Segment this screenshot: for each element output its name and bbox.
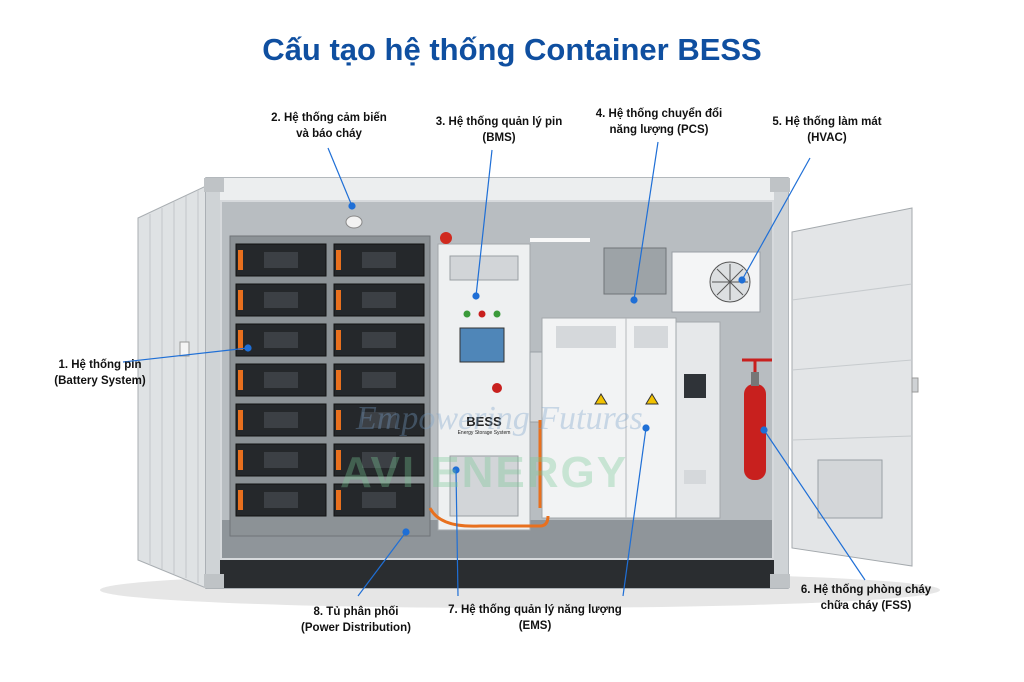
bms-screen <box>459 327 505 363</box>
battery-module-panel <box>362 252 396 268</box>
battery-module-panel <box>264 412 298 428</box>
ems-vent <box>634 326 668 348</box>
watermark-brand: AVI ENERGY <box>340 448 629 497</box>
label-ems: 7. Hệ thống quản lý năng lượng (EMS) <box>448 604 622 632</box>
door-latch-left <box>179 341 190 357</box>
frame-post-left <box>206 178 220 588</box>
label-fss: 6. Hệ thống phòng cháy chữa cháy (FSS) <box>800 584 932 612</box>
battery-cable <box>238 410 243 430</box>
battery-module-panel <box>264 492 298 508</box>
battery-module-panel <box>362 372 396 388</box>
battery-cable <box>336 410 341 430</box>
leader-lines <box>122 141 866 597</box>
door-vent <box>817 459 883 519</box>
bms-emergency-stop <box>492 383 502 393</box>
fire-extinguisher <box>744 384 766 480</box>
door-latch-right <box>911 377 919 393</box>
battery-cable <box>238 490 243 510</box>
frame-post-right <box>774 178 788 588</box>
battery-cable <box>238 450 243 470</box>
right-door-ribs <box>791 283 913 441</box>
battery-module-panel <box>362 452 396 468</box>
pcs-breaker <box>684 374 706 398</box>
page-title: Cấu tạo hệ thống Container BESS <box>262 32 762 67</box>
pcs-cabinet <box>675 321 721 519</box>
battery-module-panel <box>264 292 298 308</box>
corner-casting <box>204 178 224 192</box>
label-battery-system: 1. Hệ thống pin (Battery System) <box>54 359 146 387</box>
ems-vent <box>556 326 616 348</box>
battery-module-panel <box>264 452 298 468</box>
cabinet-subtitle: Energy Storage System <box>457 430 511 436</box>
corner-casting <box>770 178 790 192</box>
warning-icon <box>645 393 659 405</box>
ems-cabinet <box>541 317 677 519</box>
cabinet-brand: BESS <box>466 414 502 429</box>
battery-cable <box>336 490 341 510</box>
corner-casting <box>204 574 224 588</box>
label-power-distribution: 8. Tủ phân phối (Power Distribution) <box>301 606 411 634</box>
label-pcs: 4. Hệ thống chuyển đổi năng lượng (PCS) <box>595 108 723 136</box>
bms-indicator-red <box>478 310 486 318</box>
battery-cable <box>336 370 341 390</box>
label-sensor-fire-alarm: 2. Hệ thống cảm biến và báo cháy <box>271 112 387 140</box>
bms-vent-bottom <box>449 455 519 517</box>
battery-modules <box>235 243 425 517</box>
bms-indicator-green <box>463 310 471 318</box>
bms-vent-top <box>449 255 519 281</box>
battery-module-panel <box>264 372 298 388</box>
warning-icon <box>594 393 608 405</box>
container-base <box>206 560 788 588</box>
battery-module-panel <box>264 252 298 268</box>
battery-cable <box>336 290 341 310</box>
battery-cable <box>238 290 243 310</box>
left-door-ribs <box>149 190 199 583</box>
battery-cable <box>336 250 341 270</box>
battery-module-panel <box>362 292 396 308</box>
battery-cable <box>336 330 341 350</box>
battery-module-panel <box>362 412 396 428</box>
container-top-rail <box>206 178 788 200</box>
watermark-tagline: Empowering Futures <box>356 400 643 437</box>
battery-cable <box>238 250 243 270</box>
battery-cable <box>238 330 243 350</box>
ceiling-light <box>530 238 590 242</box>
pcs-converter <box>603 247 667 295</box>
battery-module-panel <box>362 492 396 508</box>
label-hvac: 5. Hệ thống làm mát (HVAC) <box>772 116 882 144</box>
battery-module <box>333 323 425 357</box>
label-bms: 3. Hệ thống quản lý pin (BMS) <box>435 116 563 144</box>
corner-casting <box>770 574 790 588</box>
power-cable <box>428 507 550 528</box>
battery-cable <box>336 450 341 470</box>
smoke-sensor <box>345 215 363 229</box>
battery-cable <box>238 370 243 390</box>
battery-module-panel <box>264 332 298 348</box>
pcs-vent <box>684 470 706 484</box>
bms-indicator-green <box>493 310 501 318</box>
fire-alarm-bell <box>440 232 452 244</box>
battery-module-panel <box>362 332 396 348</box>
extinguisher-valve <box>751 372 759 386</box>
